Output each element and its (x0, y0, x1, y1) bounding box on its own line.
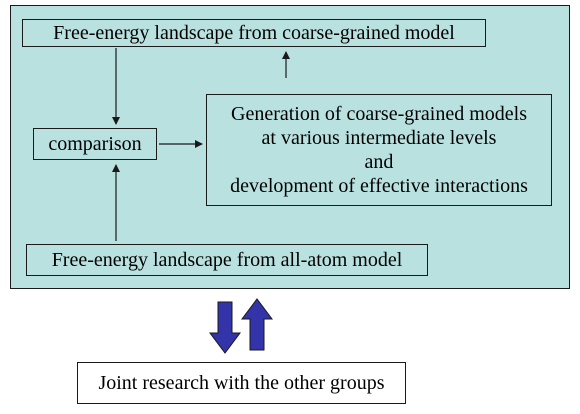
comparison-box: comparison (33, 128, 157, 160)
all-atom-landscape-label: Free-energy landscape from all-atom mode… (51, 249, 403, 271)
generation-line-4: development of effective interactions (230, 175, 528, 197)
coarse-grained-landscape-box: Free-energy landscape from coarse-graine… (22, 19, 486, 47)
joint-research-box: Joint research with the other groups (77, 362, 406, 404)
big-up-arrow (241, 298, 273, 351)
coarse-grained-landscape-label: Free-energy landscape from coarse-graine… (53, 22, 455, 44)
generation-line-3: and (364, 151, 394, 173)
comparison-label: comparison (48, 133, 142, 155)
diagram-panel (10, 5, 570, 289)
generation-line-1: Generation of coarse-grained models (231, 103, 527, 125)
all-atom-landscape-box: Free-energy landscape from all-atom mode… (26, 244, 428, 276)
big-down-arrow (209, 301, 241, 354)
generation-box: Generation of coarse-grained models at v… (206, 94, 552, 206)
joint-research-label: Joint research with the other groups (98, 372, 385, 394)
generation-line-2: at various intermediate levels (261, 127, 497, 149)
